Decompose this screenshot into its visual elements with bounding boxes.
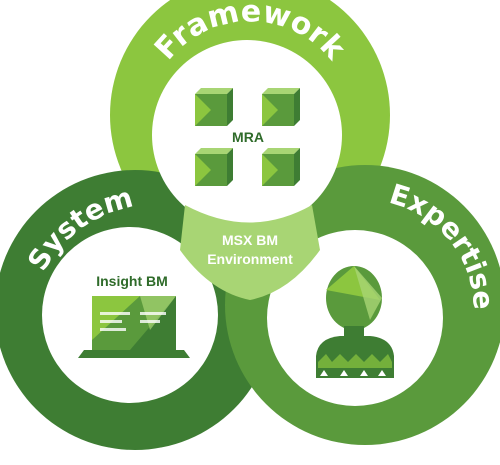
cube-grid-icon: [195, 88, 300, 186]
center-label-line1: MSX BM: [222, 232, 278, 248]
center-overlap-top: [180, 205, 320, 300]
person-icon: [316, 266, 394, 378]
laptop-icon: [78, 296, 190, 358]
system-inner-label: Insight BM: [96, 273, 168, 289]
framework-inner-label: MRA: [232, 129, 264, 145]
center-label-line2: Environment: [207, 251, 293, 267]
